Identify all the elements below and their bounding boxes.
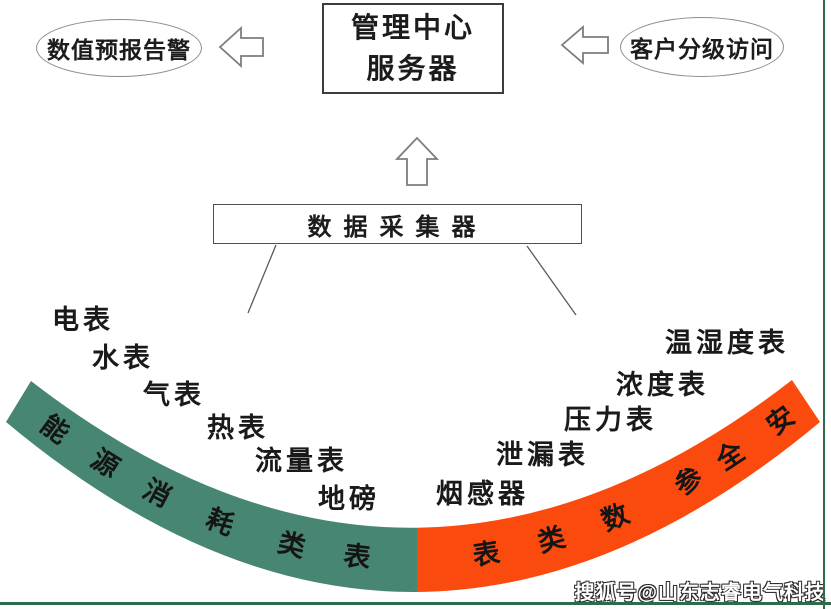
client-access-bubble: 客户分级访问 [620, 17, 784, 77]
client-access-label: 客户分级访问 [630, 36, 774, 62]
watermark-text: 搜狐号@山东志睿电气科技 [574, 582, 826, 604]
server-box-line2: 服务器 [366, 52, 460, 84]
sensor-label-smoke-sensor: 烟感器 [436, 479, 529, 509]
sensor-label-concentration-meter: 浓度表 [616, 370, 709, 400]
data-collector-label: 数据采集器 [307, 213, 488, 241]
sensor-label-heat-meter: 热表 [207, 413, 269, 443]
left-arrow-icon [218, 25, 264, 69]
band-char: 表 [342, 540, 372, 573]
sensor-label-flow-meter: 流量表 [255, 446, 348, 476]
sensor-label-weighbridge: 地磅 [318, 484, 380, 514]
sensor-label-electric-meter: 电表 [52, 305, 114, 335]
alarm-bubble-label: 数值预报告警 [47, 37, 191, 63]
alarm-bubble: 数值预报告警 [36, 19, 202, 77]
category-band-green [6, 381, 417, 592]
band-char: 表 [471, 537, 502, 571]
data-collector-box: 数据采集器 [213, 204, 582, 244]
sensor-label-pressure-meter: 压力表 [564, 405, 657, 435]
up-arrow-icon [394, 136, 440, 186]
management-server-box: 管理中心 服务器 [322, 3, 504, 94]
frame-border-bottom [0, 602, 831, 605]
category-band-orange [417, 380, 820, 592]
server-box-line1: 管理中心 [350, 11, 475, 43]
sensor-label-temp-humidity-meter: 温湿度表 [665, 328, 789, 358]
connector-line-left [247, 244, 277, 314]
frame-border-right [823, 0, 825, 609]
sensor-label-water-meter: 水表 [92, 343, 154, 373]
left-arrow-icon [560, 25, 609, 65]
sensor-label-leak-meter: 泄漏表 [496, 440, 589, 470]
sensor-label-gas-meter: 气表 [143, 380, 205, 410]
connector-line-right [526, 245, 577, 316]
